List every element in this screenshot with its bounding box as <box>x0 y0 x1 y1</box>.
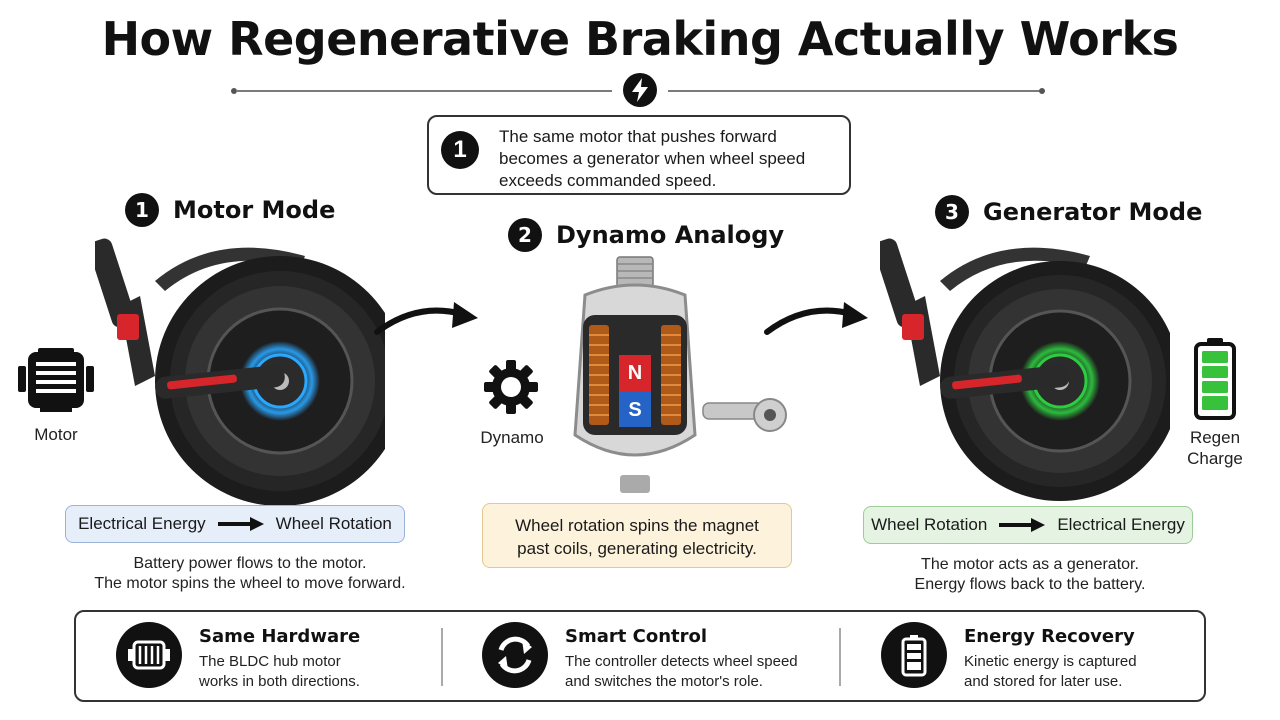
callout-text: The same motor that pushes forward becom… <box>499 127 806 190</box>
desc-line-2: The motor spins the wheel to move forwar… <box>94 575 406 592</box>
dynamo-note-box: Wheel rotation spins the magnet past coi… <box>482 503 792 568</box>
motor-mode-description: Battery power flows to the motor. The mo… <box>40 554 460 594</box>
desc-line-2: and stored for later use. <box>964 673 1123 690</box>
desc-line-2: Energy flows back to the battery. <box>914 576 1146 593</box>
lightning-bolt-icon <box>623 73 657 107</box>
regen-label: Regen <box>1189 428 1241 447</box>
feature-energy-recovery: Energy Recovery Kinetic energy is captur… <box>881 622 1201 692</box>
feature-description: The BLDC hub motor works in both directi… <box>199 652 449 692</box>
divider-dot-left <box>231 88 237 94</box>
divider-left <box>236 90 612 92</box>
feature-smart-control: Smart Control The controller detects whe… <box>482 622 822 692</box>
arrow-right-icon <box>999 518 1046 532</box>
battery-icon-label: Regen Charge <box>1170 427 1260 469</box>
section-title: Dynamo Analogy <box>556 221 785 249</box>
section-heading-dynamo-analogy: 2 Dynamo Analogy <box>508 218 784 252</box>
feature-divider <box>441 628 443 686</box>
flow-to: Electrical Energy <box>1057 515 1185 534</box>
desc-line-1: The controller detects wheel speed <box>565 653 798 670</box>
desc-line-1: Battery power flows to the motor. <box>133 555 367 572</box>
arrow-right-icon <box>217 517 264 531</box>
feature-divider <box>839 628 841 686</box>
page-title: How Regenerative Braking Actually Works <box>101 12 1179 66</box>
divider-right <box>668 90 1040 92</box>
divider-dot-right <box>1039 88 1045 94</box>
note-line-1: Wheel rotation spins the magnet <box>515 516 759 535</box>
motor-icon-label: Motor <box>34 425 78 444</box>
desc-line-2: works in both directions. <box>199 673 360 690</box>
flow-pill-motor-mode: Electrical Energy Wheel Rotation <box>65 505 405 543</box>
flow-from: Wheel Rotation <box>871 515 988 534</box>
refresh-icon <box>482 622 548 688</box>
scooter-wheel-motor-mode <box>95 238 385 506</box>
section-number: 3 <box>935 195 969 229</box>
motor-icon <box>116 622 182 688</box>
feature-title: Same Hardware <box>199 626 361 647</box>
note-line-2: past coils, generating electricity. <box>517 539 757 558</box>
section-title: Generator Mode <box>983 198 1203 226</box>
desc-line-2: and switches the motor's role. <box>565 673 763 690</box>
feature-same-hardware: Same Hardware The BLDC hub motor works i… <box>116 622 446 692</box>
section-heading-generator-mode: 3 Generator Mode <box>935 195 1202 229</box>
callout-box: 1 The same motor that pushes forward bec… <box>427 115 851 195</box>
section-number: 1 <box>125 193 159 227</box>
feature-strip: Same Hardware The BLDC hub motor works i… <box>74 610 1206 702</box>
flow-pill-generator-mode: Wheel Rotation Electrical Energy <box>863 506 1193 544</box>
feature-description: Kinetic energy is captured and stored fo… <box>964 652 1214 692</box>
section-title: Motor Mode <box>173 196 336 224</box>
magnet-south-label: S <box>628 399 642 421</box>
feature-title: Smart Control <box>565 626 708 647</box>
generator-mode-description: The motor acts as a generator. Energy fl… <box>820 555 1240 595</box>
gear-icon-label: Dynamo <box>480 428 544 447</box>
arrow-right-icon <box>764 302 868 335</box>
section-heading-motor-mode: 1 Motor Mode <box>125 193 335 227</box>
desc-line-1: The motor acts as a generator. <box>921 556 1139 573</box>
section-number: 2 <box>508 218 542 252</box>
gear-icon <box>482 358 540 421</box>
motor-icon <box>14 344 98 421</box>
flow-from: Electrical Energy <box>78 514 206 533</box>
desc-line-1: Kinetic energy is captured <box>964 653 1137 670</box>
desc-line-1: The BLDC hub motor <box>199 653 341 670</box>
charge-label: Charge <box>1187 449 1243 468</box>
magnet-north-label: N <box>627 362 643 384</box>
dynamo-illustration <box>573 256 787 493</box>
battery-icon <box>1193 338 1237 425</box>
feature-title: Energy Recovery <box>964 626 1135 647</box>
callout-number: 1 <box>441 131 479 169</box>
flow-to: Wheel Rotation <box>275 514 392 533</box>
scooter-wheel-generator-mode <box>880 238 1170 501</box>
feature-description: The controller detects wheel speed and s… <box>565 652 815 692</box>
arrow-right-icon <box>374 302 478 335</box>
battery-icon <box>881 622 947 688</box>
